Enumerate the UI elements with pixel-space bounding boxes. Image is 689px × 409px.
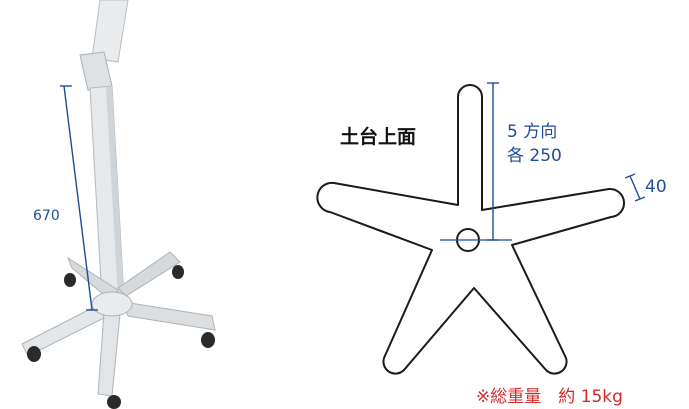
stand-base-leg-left [21,303,105,357]
arm-width-dimension [624,173,646,202]
stand-base-hub [91,291,133,317]
stand-base-leg-front [97,311,121,397]
star-base-outline [316,84,626,375]
caster-front [107,395,121,409]
base-top-view: 土台上面 5 方向 各 250 40 [316,82,667,375]
arm-length-label: 各 250 [507,146,562,166]
height-label: 670 [33,208,60,224]
stand-base-leg-right [123,301,216,331]
arm-direction-label: 5 方向 [507,122,557,142]
arm-length-dimension [487,82,499,241]
arm-width-label: 40 [645,177,667,197]
caster-back-right [172,265,184,279]
total-weight-note: ※総重量 約 15kg [476,387,623,407]
stand-photo: 670 [21,0,216,409]
caster-back-left [64,273,76,287]
stand-upper-arm [91,0,129,63]
height-dimension [60,85,98,311]
caster-right [201,332,215,348]
top-view-title: 土台上面 [340,125,416,148]
stand-base-leg-back-right [117,251,181,297]
caster-left [27,346,41,362]
